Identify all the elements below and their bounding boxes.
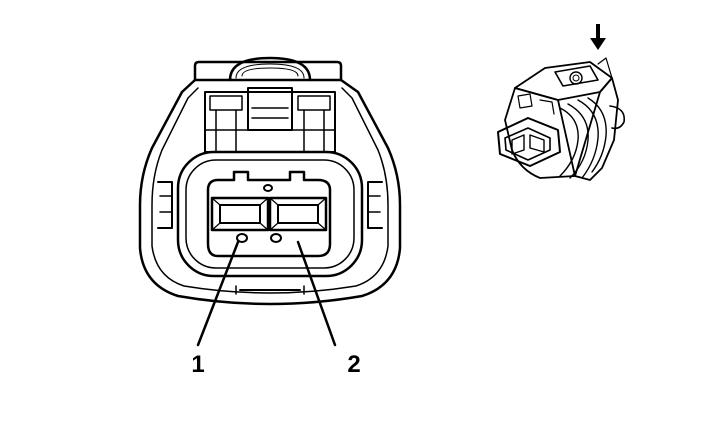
latch-dome (228, 56, 312, 82)
outer-housing (138, 78, 402, 306)
callout-label-1: 1 (191, 351, 204, 378)
terminal-cavity-block (206, 170, 332, 258)
leader-line-2 (296, 240, 337, 347)
terminal-1 (210, 196, 270, 232)
latch-frame (204, 87, 336, 153)
connector-front-view (138, 56, 402, 306)
connector-isometric-view (497, 57, 626, 181)
terminal-2 (268, 196, 328, 232)
callout-label-2: 2 (347, 351, 360, 378)
down-arrow-icon (590, 24, 606, 50)
callout-1: 1 (191, 240, 240, 378)
top-frame (193, 60, 343, 82)
mating-face (176, 150, 364, 278)
leader-line-1 (196, 240, 240, 347)
side-ribs (157, 181, 383, 229)
callout-2: 2 (296, 240, 361, 378)
